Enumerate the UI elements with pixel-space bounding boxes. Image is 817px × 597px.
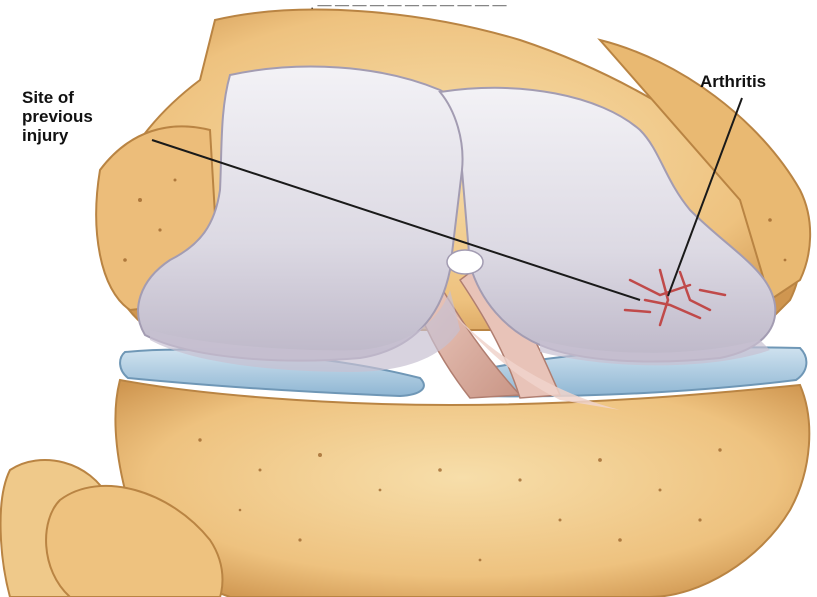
intercondylar-notch bbox=[447, 250, 483, 274]
label-site-of-previous-injury: Site of previous injury bbox=[22, 88, 93, 145]
label-arthritis: Arthritis bbox=[700, 72, 766, 91]
